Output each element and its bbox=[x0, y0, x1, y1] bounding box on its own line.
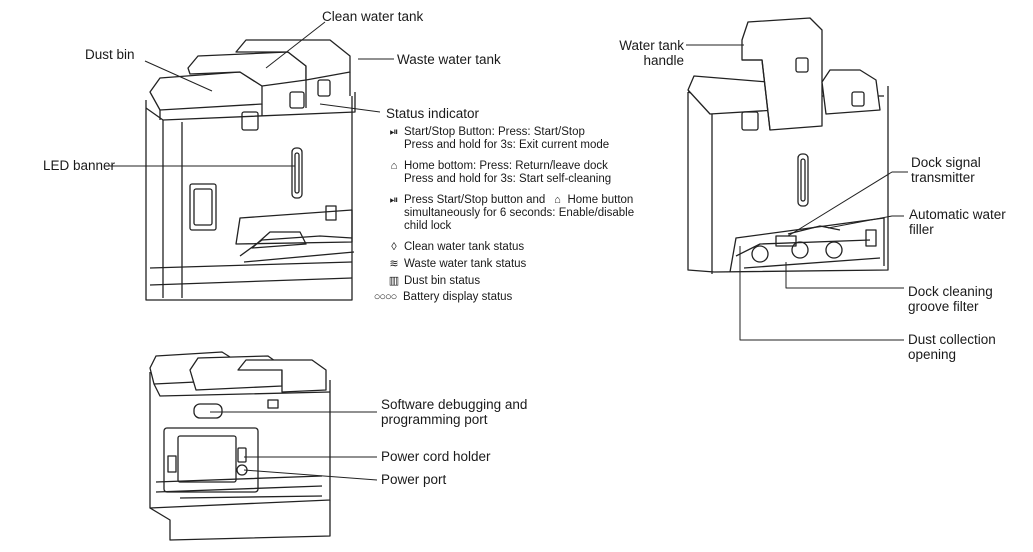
label-line: Dust collection bbox=[908, 332, 996, 347]
status-item-home-hold: Press and hold for 3s: Start self-cleani… bbox=[404, 173, 612, 185]
status-text: Home button bbox=[567, 194, 634, 206]
water-drop-icon: ◊ bbox=[391, 241, 397, 253]
label-dust-collection-opening: Dust collection opening bbox=[908, 332, 996, 362]
label-waste-water-tank: Waste water tank bbox=[397, 52, 501, 67]
label-line: groove filter bbox=[908, 299, 979, 314]
status-item-waste-water: ≋ Waste water tank status bbox=[387, 258, 526, 271]
start-stop-icon: ⏯ bbox=[389, 194, 399, 206]
status-text: Dust bin status bbox=[404, 275, 481, 287]
status-text: Clean water tank status bbox=[404, 241, 525, 253]
status-item-home: ⌂ Home bottom: Press: Return/leave dock bbox=[387, 160, 608, 173]
dust-bin-icon: ▥ bbox=[388, 275, 400, 287]
status-item-battery: ○○○○ Battery display status bbox=[370, 291, 513, 304]
status-item-start-stop: ⏯ Start/Stop Button: Press: Start/Stop bbox=[387, 126, 585, 139]
label-groove-filter: Dock cleaning groove filter bbox=[908, 284, 993, 314]
status-text: Battery display status bbox=[403, 291, 513, 303]
label-line: transmitter bbox=[911, 170, 975, 185]
home-icon: ⌂ bbox=[390, 160, 398, 172]
status-text: Waste water tank status bbox=[404, 258, 527, 270]
label-led-banner: LED banner bbox=[43, 158, 116, 173]
label-dock-signal-transmitter: Dock signal transmitter bbox=[911, 155, 981, 185]
status-text: Home bottom: Press: Return/leave dock bbox=[404, 160, 608, 172]
status-item-child-lock-3: child lock bbox=[404, 220, 452, 232]
status-item-start-stop-hold: Press and hold for 3s: Exit current mode bbox=[404, 139, 610, 151]
label-clean-water-tank: Clean water tank bbox=[322, 9, 424, 24]
home-icon: ⌂ bbox=[554, 194, 561, 206]
status-item-child-lock-2: simultaneously for 6 seconds: Enable/dis… bbox=[404, 207, 635, 219]
status-item-child-lock: ⏯ Press Start/Stop button and ⌂ Home butto… bbox=[387, 194, 634, 207]
back-view-dock bbox=[149, 351, 331, 541]
waste-water-icon: ≋ bbox=[389, 258, 399, 270]
status-text: Press Start/Stop button and bbox=[404, 194, 546, 206]
label-status-indicator: Status indicator bbox=[386, 106, 480, 121]
label-line: filler bbox=[909, 222, 934, 237]
label-power-cord-holder: Power cord holder bbox=[381, 449, 491, 464]
label-water-tank-handle: Water tank handle bbox=[618, 38, 684, 68]
label-line: Dock cleaning bbox=[908, 284, 993, 299]
status-item-dust-bin: ▥ Dust bin status bbox=[387, 275, 480, 288]
label-line: Water tank bbox=[619, 38, 684, 53]
label-automatic-water-filler: Automatic water filler bbox=[909, 207, 1006, 237]
label-line: opening bbox=[908, 347, 957, 362]
label-line: Software debugging and bbox=[381, 397, 528, 412]
label-line: Automatic water bbox=[909, 207, 1006, 222]
status-text: Start/Stop Button: Press: Start/Stop bbox=[404, 126, 585, 138]
status-item-clean-water: ◊ Clean water tank status bbox=[387, 241, 524, 254]
battery-dots-icon: ○○○○ bbox=[373, 291, 398, 303]
front-view-dock bbox=[145, 39, 356, 301]
side-view-dock bbox=[687, 17, 889, 274]
label-dust-bin: Dust bin bbox=[85, 47, 135, 62]
label-line: programming port bbox=[381, 412, 488, 427]
label-software-port: Software debugging and programming port bbox=[381, 397, 527, 427]
start-stop-icon: ⏯ bbox=[389, 126, 399, 138]
label-line: handle bbox=[643, 53, 684, 68]
label-power-port: Power port bbox=[381, 472, 447, 487]
label-line: Dock signal bbox=[911, 155, 981, 170]
